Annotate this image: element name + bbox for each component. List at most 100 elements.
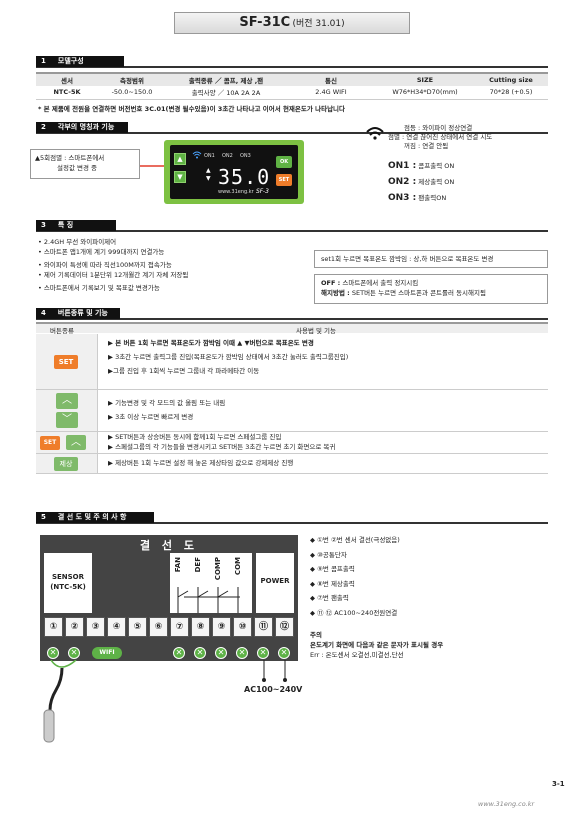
spec-header: 측정범위 bbox=[98, 72, 166, 86]
on2-legend: ON2 : 제상출력 ON bbox=[388, 177, 455, 187]
defrost-button-sample: 제상 bbox=[54, 457, 78, 471]
title-main: SF-31C bbox=[239, 15, 291, 30]
screw-icon: ✕ bbox=[68, 647, 80, 659]
on1-legend: ON1 : 콤프출력 ON bbox=[388, 161, 455, 171]
down-indicator-icon: ▼ bbox=[206, 175, 211, 182]
terminal: ④ bbox=[107, 617, 126, 637]
wifi-badge: WIFI bbox=[92, 647, 122, 659]
spec-header: SIZE bbox=[376, 72, 474, 86]
note-item: ◆ ⑪ ⑫ AC100~240전원연결 bbox=[310, 608, 398, 617]
feature-item: • 제어 기록데이터 1분단위 12개월간 계기 자체 저장됨 bbox=[38, 270, 189, 279]
caution-block: 주의 온도계기 화면에 다음과 같은 문자가 표시될 경우 Err : 온도센서… bbox=[310, 631, 444, 659]
table-row: ︿ ﹀ ▶ 기능변경 및 각 모드의 값 올림 또는 내림 ▶ 3초 이상 누르… bbox=[36, 390, 548, 432]
terminal: ⑧ bbox=[191, 617, 210, 637]
device-model: SF-3 bbox=[256, 188, 269, 195]
up-indicator-icon: ▲ bbox=[206, 167, 211, 174]
button-function-table: 버튼종류 사용법 및 기능 SET ▶ 본 버튼 1회 누르면 목표온도가 깜박… bbox=[36, 322, 548, 474]
spec-cell: 70*28 (+0.5) bbox=[474, 86, 548, 100]
screw-icon: ✕ bbox=[215, 647, 227, 659]
set-button-sample: SET bbox=[54, 355, 78, 369]
up-arrow-icon: ︿ bbox=[66, 435, 86, 450]
down-arrow-icon: ﹀ bbox=[56, 412, 78, 428]
spec-cell: 출력사양 ／ 10A 2A 2A bbox=[166, 86, 286, 100]
wiring-notes: ◆ ①번 ②번 센서 결선(극성없음) ◆ ⑩공통단자 ◆ ⑨번 콤프출력 ◆ … bbox=[310, 533, 400, 620]
note-item: ◆ ⑧번 제상출력 bbox=[310, 579, 355, 588]
wiring-diagram: 결 선 도 SENSOR (NTC-5K) FAN DEF COMP COM P… bbox=[40, 535, 298, 645]
on3-legend: ON3 : 팬출력ON bbox=[388, 193, 447, 203]
ok-button[interactable]: OK bbox=[276, 156, 292, 168]
relay-contacts bbox=[177, 587, 240, 613]
note-item: ◆ ⑨번 콤프출력 bbox=[310, 565, 355, 573]
screw-icon: ✕ bbox=[194, 647, 206, 659]
feature-item: • 와이파이 특성에 따라 직선100M까지 접속가능 bbox=[38, 261, 172, 269]
on2-indicator: ON2 bbox=[222, 153, 233, 159]
spec-cell: 2.4G WIFI bbox=[286, 86, 376, 100]
terminal: ③ bbox=[86, 617, 105, 637]
up-arrow-icon: ︿ bbox=[56, 393, 78, 409]
relay-block: FAN DEF COMP COM bbox=[170, 553, 252, 613]
screw-icon: ✕ bbox=[173, 647, 185, 659]
down-button[interactable]: ▼ bbox=[174, 171, 186, 183]
wifi-legend: 점등 : 와이파이 정상연결 점멸 : 연결 끊어진 상태에서 연결 시도 꺼짐… bbox=[366, 124, 492, 203]
sensor-probe bbox=[43, 660, 287, 743]
spec-header: 통신 bbox=[286, 72, 376, 86]
setpoint-info: set1회 누르면 목표온도 깜박임 : 상,하 버튼으로 목표온도 변경 bbox=[314, 250, 548, 268]
temperature-display: 35.0 bbox=[218, 165, 271, 189]
note-item: ◆ ⑩공통단자 bbox=[310, 550, 347, 559]
spec-header: 센서 bbox=[36, 72, 98, 86]
spec-header: Cutting size bbox=[474, 72, 548, 86]
screw-icon: ✕ bbox=[278, 647, 290, 659]
terminal: ⑩ bbox=[233, 617, 252, 637]
off-info: OFF : 스마트폰에서 출력 정지시킴 해지방법 : SET버튼 누르면 스마… bbox=[314, 274, 548, 304]
table-row: SET ▶ 본 버튼 1회 누르면 목표온도가 깜박임 이때 ▲ ▼버턴으로 목… bbox=[36, 334, 548, 390]
features-list: • 2.4GH 무선 와이파이제어 • 스마트폰 앱1개에 계기 999대까지 … bbox=[38, 238, 188, 294]
screw-icon: ✕ bbox=[257, 647, 269, 659]
wifi-icon bbox=[366, 127, 384, 140]
table-row: SET ︿ ▶ SET버튼과 상승버튼 동시에 함께1회 누르면 스페셜그룹 진… bbox=[36, 432, 548, 454]
wiring-title: 결 선 도 bbox=[139, 539, 199, 552]
wifi-icon bbox=[192, 151, 202, 159]
title-sub: (버전 31.01) bbox=[292, 19, 345, 29]
note-item: ◆ ①번 ②번 센서 결선(극성없음) bbox=[310, 536, 400, 544]
on1-indicator: ON1 bbox=[204, 153, 215, 159]
terminal: ⑦ bbox=[170, 617, 189, 637]
spec-cell: NTC-5K bbox=[36, 86, 98, 100]
feature-item: • 스마트폰에서 기록보기 및 목표값 변경가능 bbox=[38, 284, 160, 292]
terminal: ② bbox=[65, 617, 84, 637]
spec-cell: W76*H34*D70(mm) bbox=[376, 86, 474, 100]
power-spec: AC100~240V bbox=[244, 685, 303, 694]
up-button[interactable]: ▲ bbox=[174, 153, 186, 165]
terminal: ① bbox=[44, 617, 63, 637]
set-button[interactable]: SET bbox=[276, 174, 292, 186]
terminal: ⑨ bbox=[212, 617, 231, 637]
on3-indicator: ON3 bbox=[240, 153, 251, 159]
terminal: ⑪ bbox=[254, 617, 273, 637]
page-number: 3-1 bbox=[552, 780, 565, 788]
feature-item: • 2.4GH 무선 와이파이제어 bbox=[38, 238, 117, 246]
footer-url: www.31eng.co.kr bbox=[478, 800, 535, 808]
spec-table: 센서 측정범위 출력종류 ／ 콤프, 제상 ,팬 통신 SIZE Cutting… bbox=[36, 72, 548, 100]
screw-icon: ✕ bbox=[47, 647, 59, 659]
terminal: ⑤ bbox=[128, 617, 147, 637]
spec-note: * 본 제품에 전원을 연결하면 버전번호 3C.01(변경 될수있음)이 3초… bbox=[38, 105, 346, 113]
page-title: SF-31C (버전 31.01) bbox=[174, 12, 410, 34]
screw-row: ✕ ✕ WIFI ✕ ✕ ✕ ✕ ✕ ✕ bbox=[40, 645, 298, 661]
controller-device: ▲ ▼ ON1 ON2 ON3 ▲ ▼ 35.0 OK SET www.31en… bbox=[164, 140, 304, 204]
spec-header: 출력종류 ／ 콤프, 제상 ,팬 bbox=[166, 72, 286, 86]
terminal: ⑥ bbox=[149, 617, 168, 637]
feature-item: • 스마트폰 앱1개에 계기 999대까지 연결가능 bbox=[38, 247, 165, 256]
device-url: www.31eng.kr bbox=[218, 189, 254, 195]
table-row: 제상 ▶ 제상버튼 1회 누르면 설정 해 놓은 제상타임 값으로 강제제상 진… bbox=[36, 454, 548, 474]
blink-callout: ▲5회점멸 : 스마트폰에서 설정값 변경 중 bbox=[30, 149, 140, 179]
screw-icon: ✕ bbox=[236, 647, 248, 659]
sensor-block: SENSOR (NTC-5K) bbox=[44, 553, 92, 613]
note-item: ◆ ⑦번 팬출력 bbox=[310, 594, 349, 602]
power-block: POWER bbox=[256, 553, 294, 613]
spec-cell: -50.0~150.0 bbox=[98, 86, 166, 100]
set-button-sample: SET bbox=[40, 436, 60, 450]
